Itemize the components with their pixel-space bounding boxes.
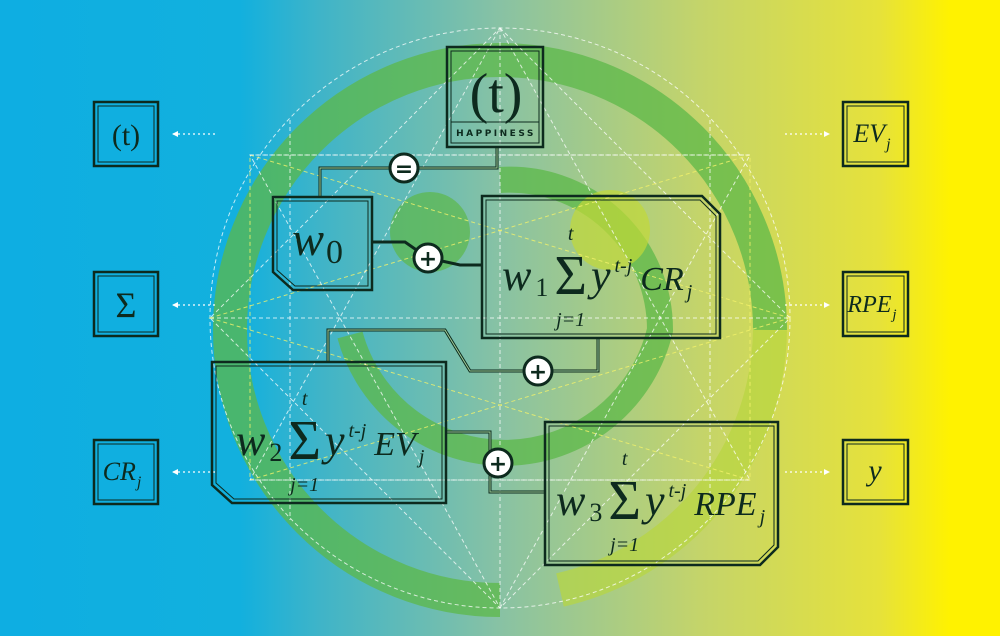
plus-operator-1: + <box>412 242 444 274</box>
discount-base: y <box>321 416 345 465</box>
summation-symbol: Σ <box>288 410 321 472</box>
sum-upper-limit: t <box>622 448 628 470</box>
happiness-time-label: (t) <box>470 63 523 125</box>
summation-symbol: Σ <box>608 470 641 532</box>
discount-base: y <box>641 476 665 525</box>
weight-symbol: w <box>292 213 324 266</box>
discount-exponent: t-j <box>614 255 632 277</box>
svg-text:EVj: EVj <box>852 119 891 153</box>
side-arrows <box>172 131 830 475</box>
equals-sign: = <box>395 157 413 182</box>
right-box-evj: EVj <box>841 100 910 168</box>
discount-exponent: t-j <box>348 420 366 442</box>
weight-index: 3 <box>589 498 602 527</box>
plus-sign: + <box>489 452 507 477</box>
variable-name: EV <box>373 426 420 463</box>
sum-lower-limit: j=1 <box>287 474 319 496</box>
weight-index: 2 <box>269 438 282 467</box>
svg-text:CRj: CRj <box>103 457 142 491</box>
variable-name: RPE <box>693 486 757 523</box>
weight-symbol: w <box>502 251 532 300</box>
sum-symbol: Σ <box>116 285 137 325</box>
variable-subscript: j <box>416 446 425 468</box>
weight-symbol: w <box>236 416 266 465</box>
variable-name: CR <box>640 261 684 298</box>
time-label: (t) <box>112 119 140 152</box>
happiness-label: HAPPINESS <box>456 129 536 139</box>
weight-index: 0 <box>326 234 343 271</box>
sum-lower-limit: j=1 <box>553 309 585 331</box>
ev-subscript: j <box>884 136 891 153</box>
y-label: y <box>865 454 882 487</box>
left-box-t: (t) <box>92 100 160 168</box>
plus-operator-3: + <box>482 447 514 479</box>
sum-lower-limit: j=1 <box>607 534 639 556</box>
variable-subscript: j <box>684 281 693 303</box>
term-w0-box: w0 <box>271 195 374 292</box>
dashed-geometry <box>208 26 792 610</box>
sum-upper-limit: t <box>302 388 308 410</box>
svg-text:RPEj: RPEj <box>846 292 896 323</box>
left-box-crj: CRj <box>92 438 160 506</box>
cr-label: CR <box>103 457 136 486</box>
discount-exponent: t-j <box>668 480 686 502</box>
variable-subscript: j <box>757 506 766 528</box>
cr-subscript: j <box>135 474 142 491</box>
plus-operator-2: + <box>522 355 554 387</box>
sum-upper-limit: t <box>568 223 574 245</box>
summation-symbol: Σ <box>554 245 587 307</box>
happiness-box: (t) HAPPINESS <box>445 45 545 149</box>
right-box-rpej: RPEj <box>841 270 910 338</box>
weight-index: 1 <box>535 273 548 302</box>
ev-label: EV <box>852 119 888 148</box>
plus-sign: + <box>529 360 547 385</box>
discount-base: y <box>587 251 611 300</box>
rpe-subscript: j <box>890 307 896 323</box>
rpe-label: RPE <box>846 292 891 318</box>
right-box-y: y <box>841 438 910 506</box>
equals-operator: = <box>388 152 420 184</box>
weight-symbol: w <box>556 476 586 525</box>
left-box-sum: Σ <box>92 270 160 338</box>
spiral-background <box>213 43 787 617</box>
svg-text:w0: w0 <box>292 213 343 271</box>
plus-sign: + <box>419 247 437 272</box>
